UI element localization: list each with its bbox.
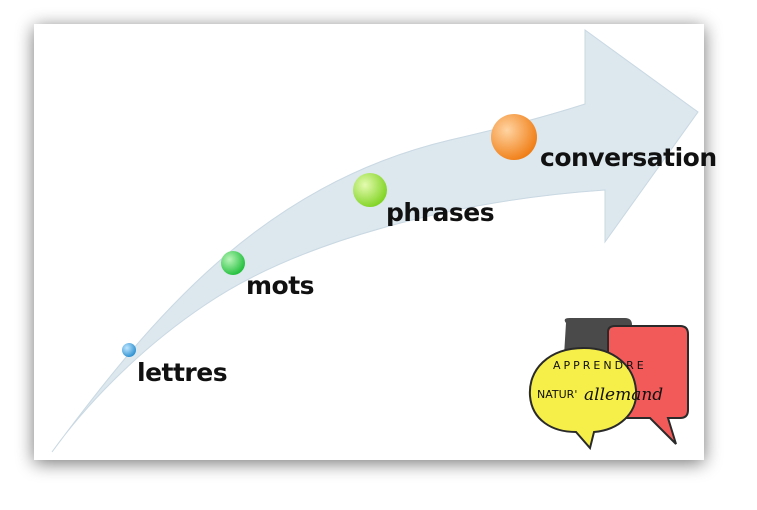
step-dot-mots <box>221 251 245 275</box>
logo-bubble-yellow <box>528 346 638 451</box>
logo: APPRENDRE NATUR' allemand <box>528 318 689 451</box>
logo-text-apprendre: APPRENDRE <box>553 359 647 372</box>
step-conversation: conversation <box>491 114 717 172</box>
step-label-mots: mots <box>246 271 314 300</box>
logo-text-natur: NATUR' <box>537 388 577 401</box>
step-label-lettres: lettres <box>137 358 227 387</box>
step-lettres: lettres <box>122 343 228 387</box>
step-label-conversation: conversation <box>540 143 717 172</box>
step-dot-conversation <box>491 114 537 160</box>
logo-text-allemand: allemand <box>584 385 663 405</box>
step-dot-phrases <box>353 173 387 207</box>
step-phrases: phrases <box>353 173 495 227</box>
step-mots: mots <box>221 251 315 300</box>
step-dot-lettres <box>122 343 136 357</box>
step-label-phrases: phrases <box>386 198 494 227</box>
